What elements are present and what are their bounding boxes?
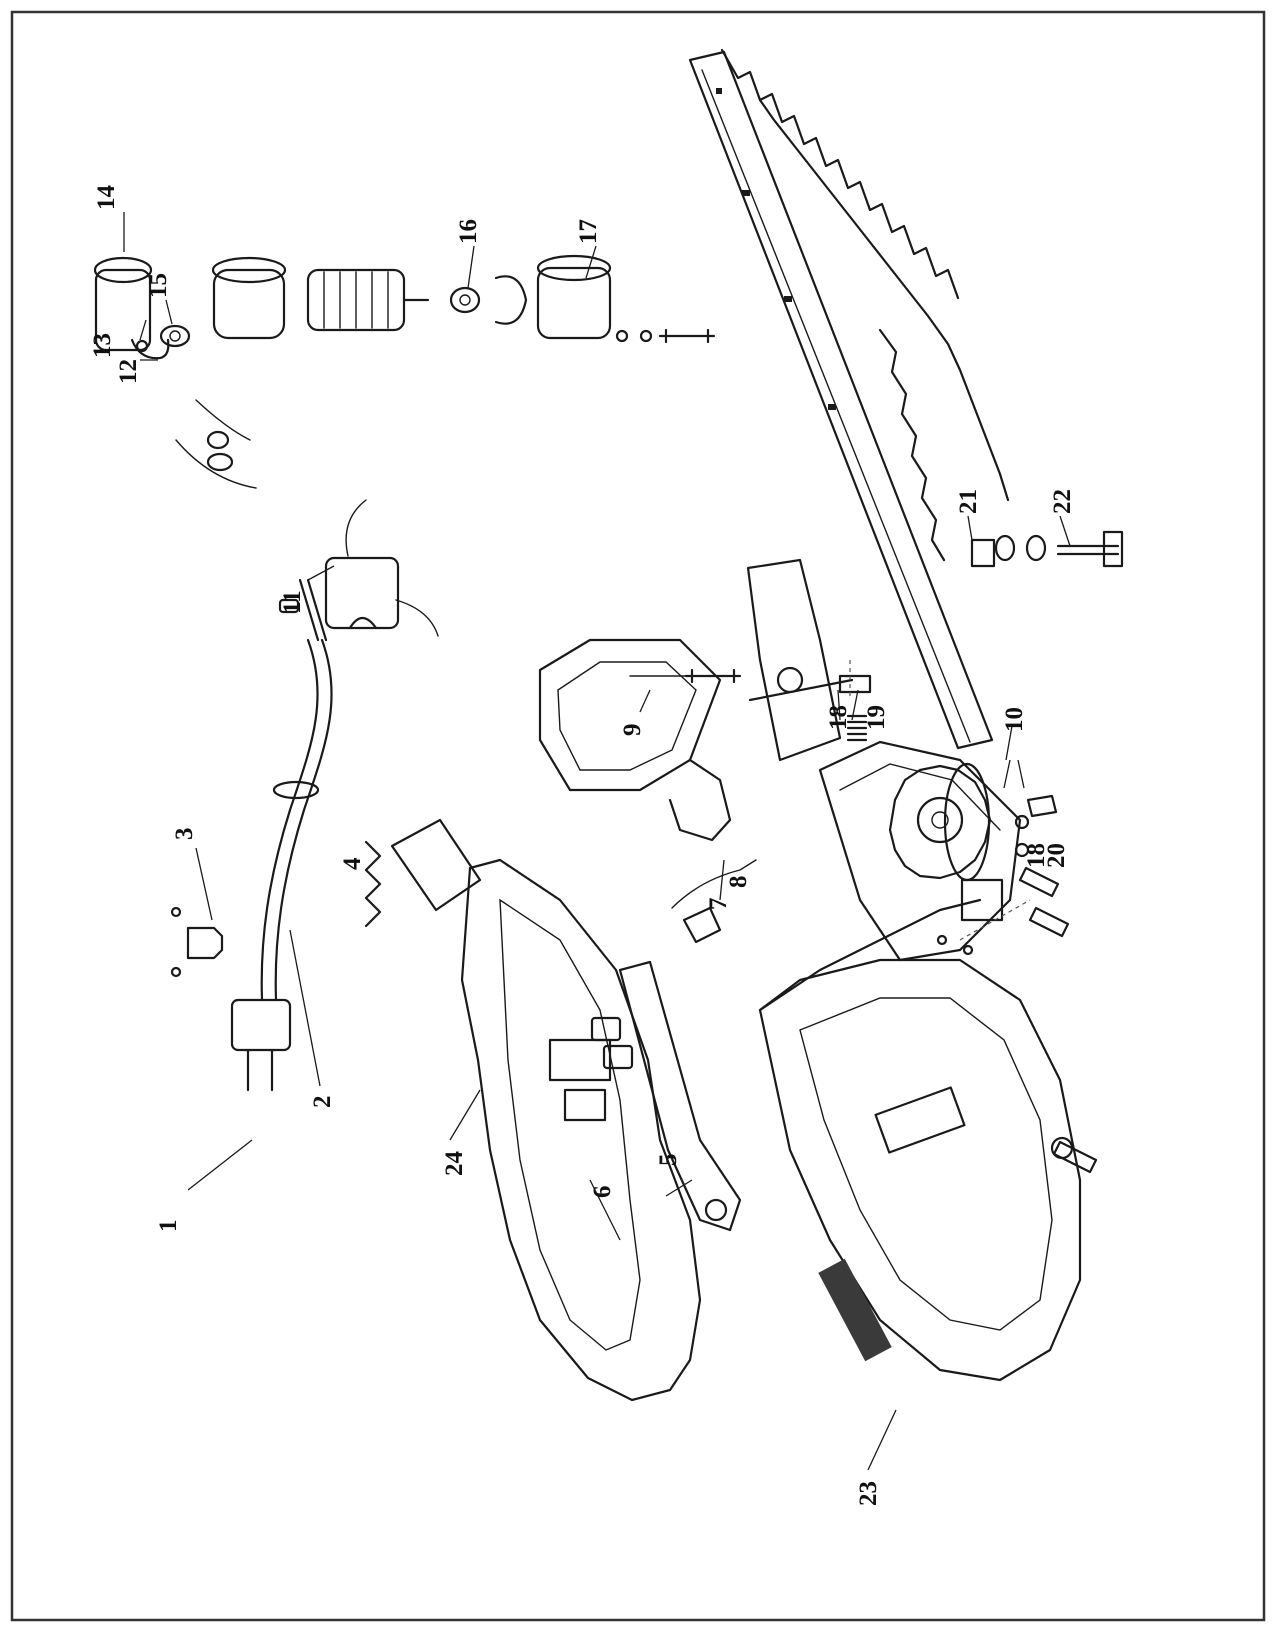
callout-7: 7 — [705, 898, 732, 911]
callout-21: 21 — [955, 489, 982, 514]
callout-11: 11 — [279, 590, 306, 614]
callout-6: 6 — [589, 1186, 616, 1199]
callout-12: 12 — [115, 359, 142, 384]
callout-10: 10 — [1001, 707, 1028, 732]
callout-13: 13 — [89, 333, 116, 358]
leader-lines — [123, 212, 1071, 1471]
callout-4: 4 — [339, 857, 366, 870]
callout-22: 22 — [1049, 489, 1076, 514]
gear-and-crank — [629, 558, 1030, 882]
callout-18-upper: 18 — [825, 705, 852, 730]
callout-16: 16 — [455, 219, 482, 244]
callout-8: 8 — [725, 876, 752, 889]
spring — [364, 840, 382, 928]
trigger-assembly — [590, 859, 757, 1232]
front-handle — [538, 638, 732, 842]
callout-3: 3 — [171, 828, 198, 841]
motor-stack — [93, 254, 716, 360]
callout-23: 23 — [855, 1481, 882, 1506]
hand-guard — [818, 740, 1058, 962]
callout-15: 15 — [145, 273, 172, 298]
callout-19: 19 — [863, 705, 890, 730]
blade-assembly — [688, 48, 1010, 750]
switch-box — [324, 499, 439, 637]
housing-right-half — [758, 866, 1098, 1382]
callout-1: 1 — [155, 1220, 182, 1233]
callout-18-lower: 18 — [1023, 843, 1050, 868]
callout-17: 17 — [575, 219, 602, 244]
bushing-and-bolt — [970, 530, 1124, 568]
housing-left-half — [390, 818, 702, 1402]
drawing-frame — [10, 10, 1266, 1622]
callout-14: 14 — [93, 185, 120, 211]
callout-24: 24 — [441, 1151, 468, 1177]
callout-5: 5 — [655, 1154, 682, 1167]
power-cord — [170, 578, 333, 1092]
callout-20: 20 — [1043, 843, 1070, 868]
callout-9: 9 — [619, 724, 646, 737]
callout-labels: 1 2 3 4 5 6 7 8 9 10 11 12 13 14 15 16 1… — [89, 185, 1076, 1507]
callout-2: 2 — [309, 1096, 336, 1109]
brush-holders — [175, 399, 257, 489]
